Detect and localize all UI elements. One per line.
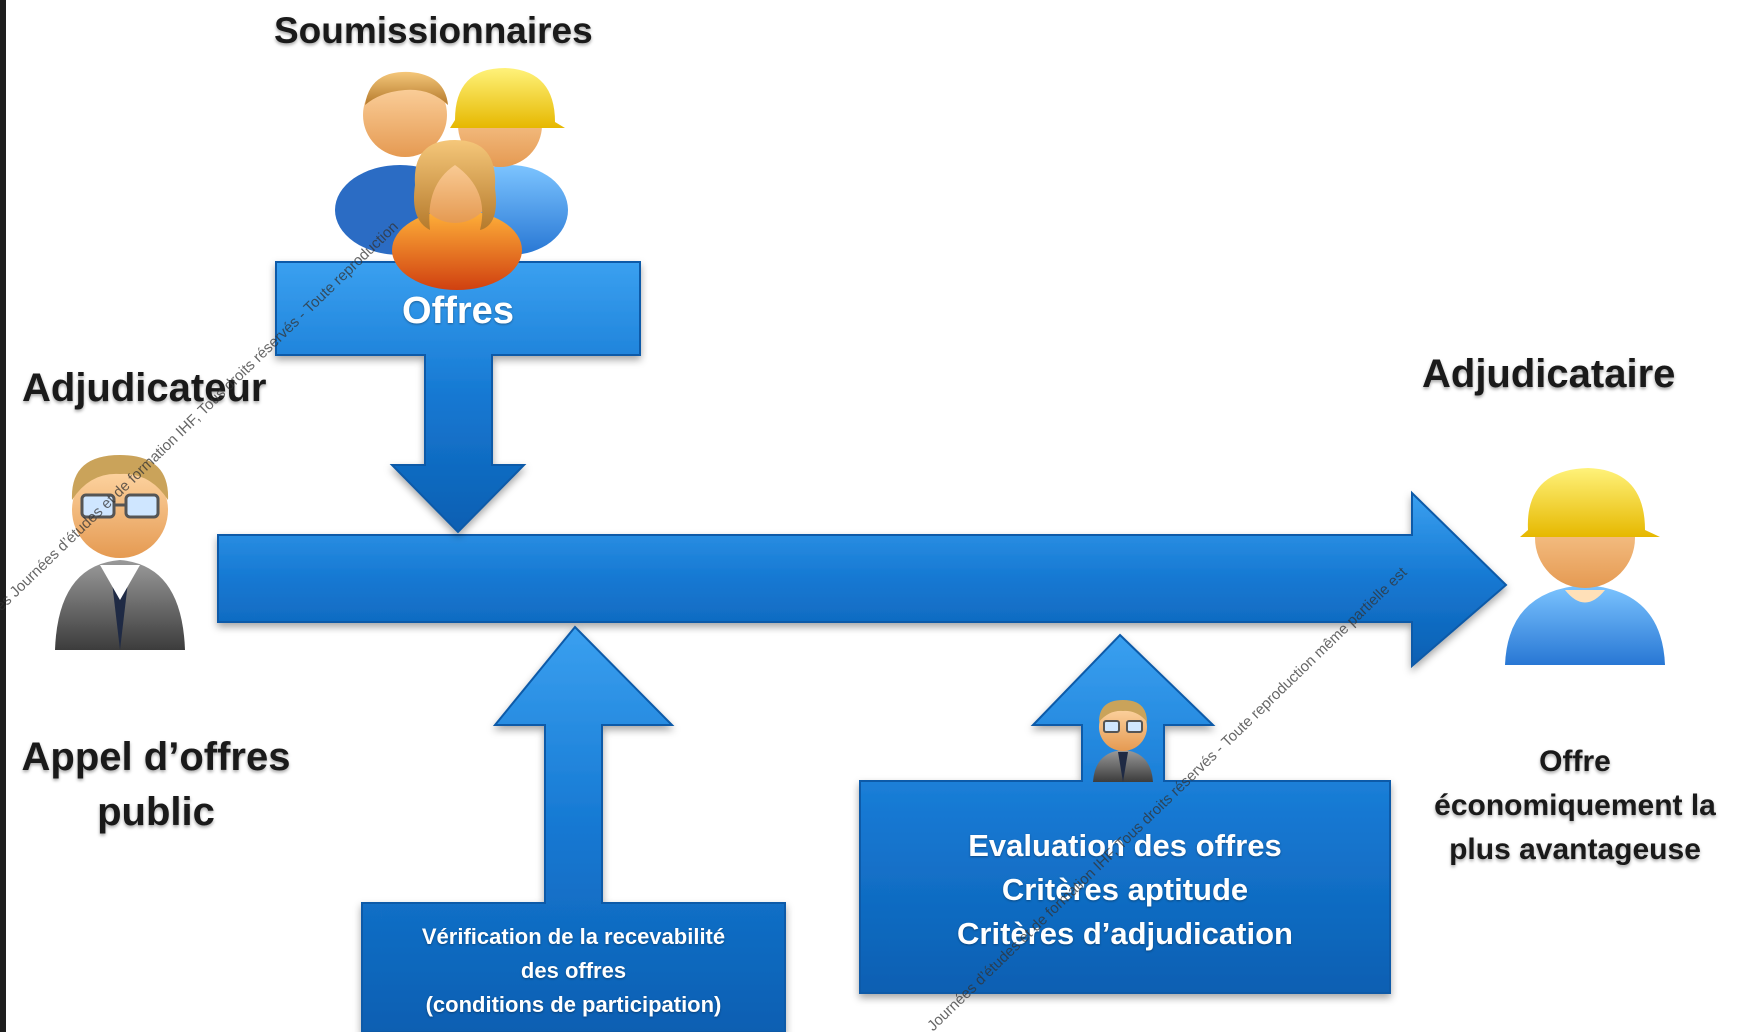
award-criterion-line-3: plus avantageuse	[1449, 833, 1701, 866]
award-criterion-label: Offre économiquement la plus avantageuse	[1408, 740, 1742, 872]
procedure-type-label: Appel d’offres public	[6, 730, 306, 840]
evaluation-line-1: Evaluation des offres	[968, 828, 1282, 863]
main-process-arrow	[217, 490, 1508, 669]
evaluation-box-text: Evaluation des offres Critères aptitude …	[860, 824, 1390, 956]
offres-down-arrow	[275, 261, 641, 534]
evaluation-line-2: Critères aptitude	[1001, 872, 1249, 907]
adjudicator-person-icon	[55, 455, 185, 650]
bidders-group-icon	[335, 68, 568, 290]
awardee-label: Adjudicataire	[1422, 352, 1676, 396]
offres-label: Offres	[402, 290, 514, 332]
evaluator-person-icon	[1093, 700, 1153, 782]
adjudicator-label: Adjudicateur	[22, 366, 267, 410]
verification-line-1: Vérification de la recevabilité	[421, 924, 726, 949]
verification-line-3: (conditions de participation)	[425, 992, 722, 1017]
awardee-worker-icon	[1505, 468, 1665, 665]
verification-line-2: des offres	[520, 958, 627, 983]
procedure-type-line-1: Appel d’offres	[21, 735, 291, 779]
verification-up-arrow	[361, 625, 786, 1032]
award-criterion-line-1: Offre	[1539, 745, 1611, 778]
procedure-type-line-2: public	[97, 790, 215, 834]
award-criterion-line-2: économiquement la	[1434, 789, 1716, 822]
bidders-label: Soumissionnaires	[274, 10, 593, 51]
left-edge-bar	[0, 0, 6, 1032]
evaluation-up-arrow	[859, 633, 1391, 994]
verification-box-text: Vérification de la recevabilité des offr…	[362, 920, 785, 1022]
evaluation-line-3: Critères d’adjudication	[957, 916, 1293, 951]
